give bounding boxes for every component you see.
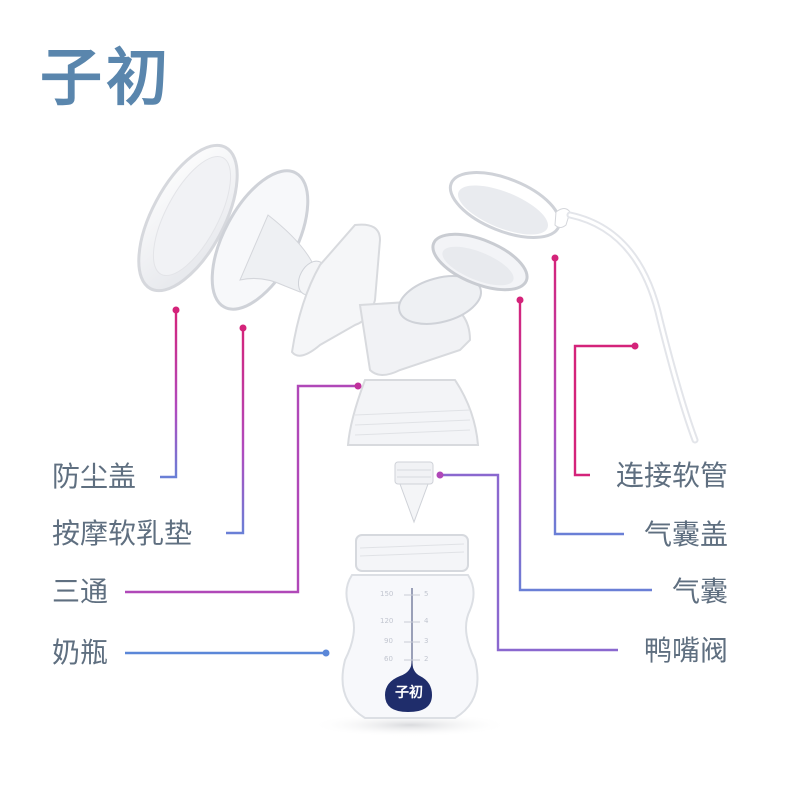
label-connecting-tube: 连接软管 <box>615 459 728 492</box>
label-airbag-cover: 气囊盖 <box>643 518 728 551</box>
label-airbag: 气囊 <box>671 575 728 608</box>
airbag-part <box>431 232 529 292</box>
label-bottle: 奶瓶 <box>52 636 109 669</box>
logo-text: 子初 <box>40 41 173 114</box>
connecting-tube-part <box>566 211 699 444</box>
label-duckbill-valve: 鸭嘴阀 <box>643 634 728 667</box>
airbag-cover-part <box>448 171 571 239</box>
brand-logo: 子初 <box>40 38 200 118</box>
tee-connector-part <box>290 223 482 446</box>
leader-lines <box>125 254 652 657</box>
label-massage-pad: 按摩软乳垫 <box>52 517 193 550</box>
bottle-badge: 子初 <box>388 682 430 702</box>
duckbill-valve-part <box>394 461 434 524</box>
label-tee-connector: 三通 <box>52 575 109 608</box>
dust-cover-part <box>137 143 239 293</box>
bottle-badge-text: 子初 <box>395 685 423 701</box>
bottle-part <box>310 534 510 737</box>
label-dust-cover: 防尘盖 <box>52 460 137 493</box>
